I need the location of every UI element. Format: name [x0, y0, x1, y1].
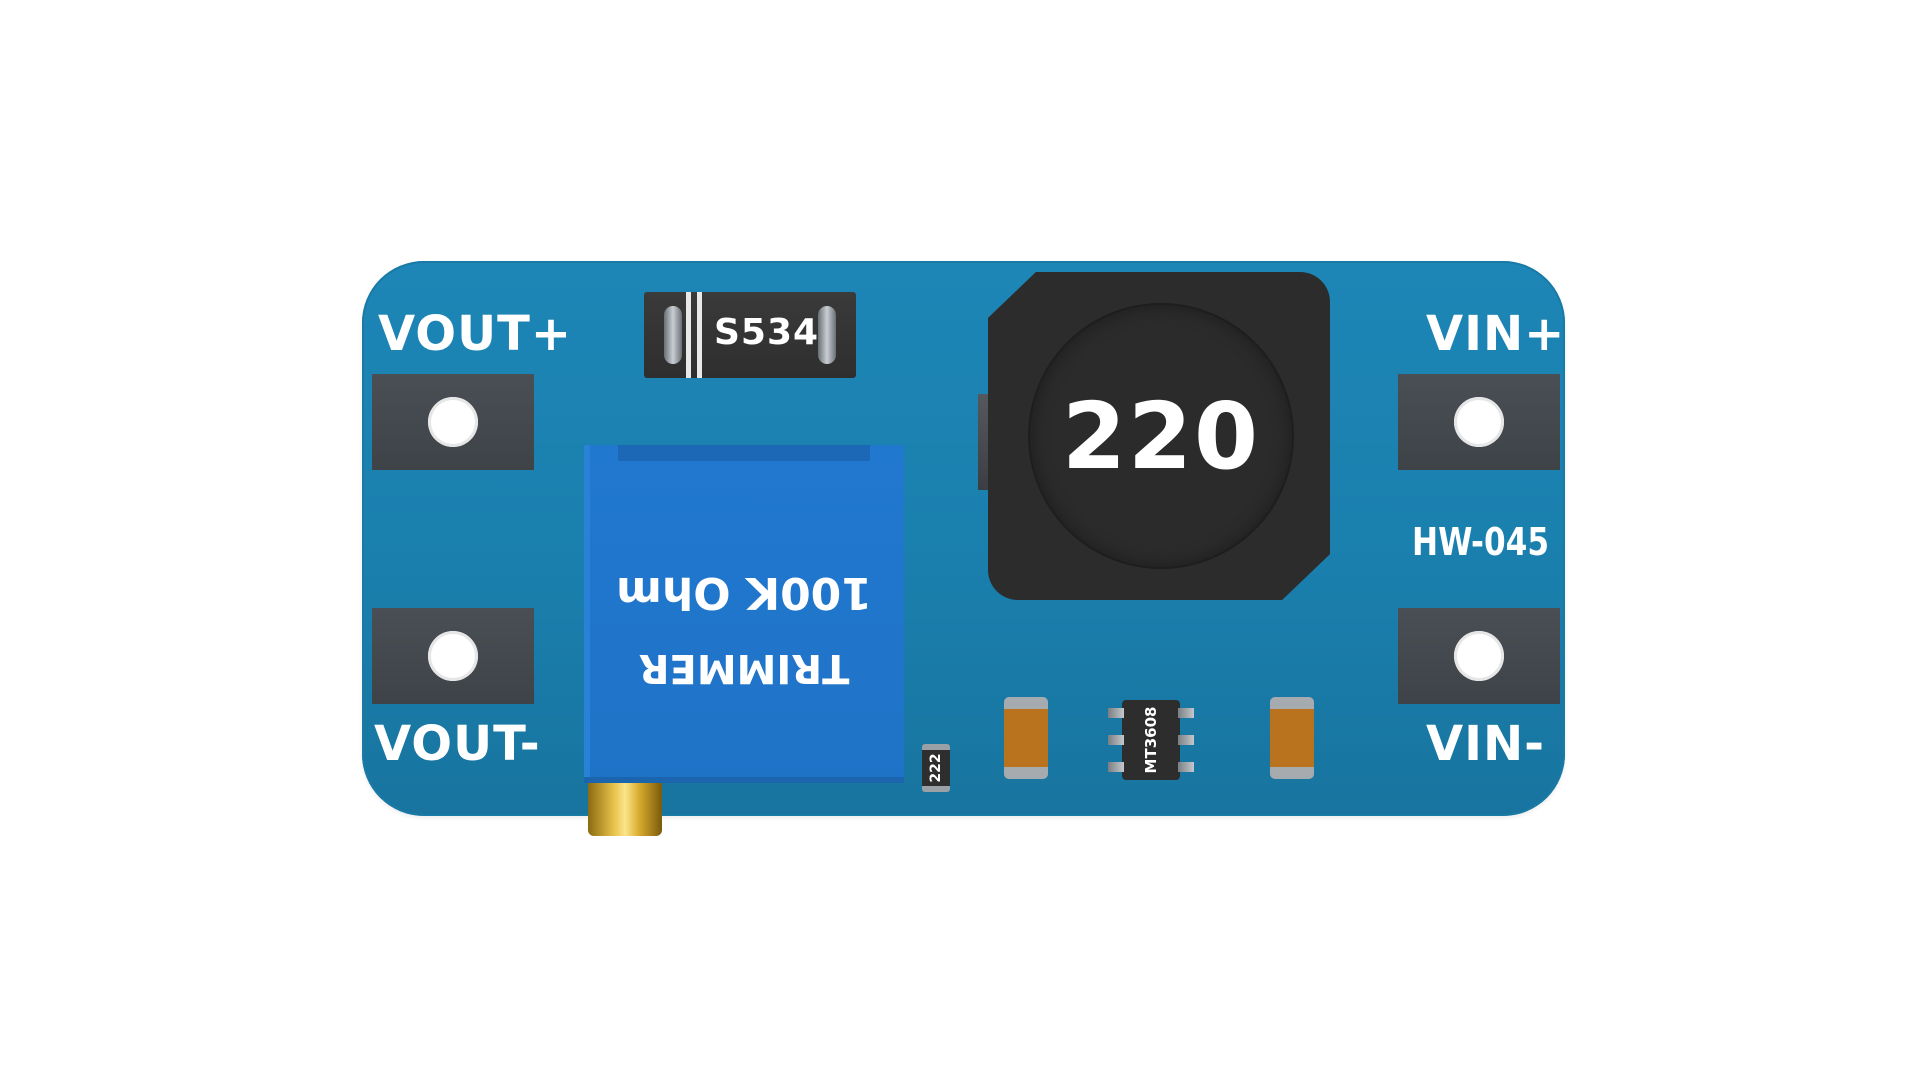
- trimmer-type-label: TRIMMER: [638, 645, 850, 691]
- trimmer-adjust-screw: [588, 782, 662, 836]
- ic-pin: [1178, 735, 1194, 745]
- mounting-hole: [428, 631, 478, 681]
- ic-pin: [1178, 762, 1194, 772]
- mounting-hole: [1454, 397, 1504, 447]
- vout-minus-label: VOUT-: [374, 716, 541, 772]
- model-label: HW-045: [1412, 520, 1550, 564]
- smd-capacitor: [1004, 697, 1048, 779]
- diode-terminal: [664, 306, 682, 364]
- resistor-marking: 222: [928, 753, 944, 783]
- ic-pin: [1108, 735, 1124, 745]
- cathode-band: [697, 292, 702, 378]
- ic-pin: [1108, 708, 1124, 718]
- mounting-hole: [1454, 631, 1504, 681]
- ic-pin: [1178, 708, 1194, 718]
- trimmer-notch: [618, 445, 870, 461]
- ic-marking: MT3608: [1142, 706, 1160, 774]
- pcb-board: [362, 261, 1565, 816]
- inductor-marking: 220: [1061, 383, 1261, 490]
- inductor-core: 220: [1030, 305, 1292, 567]
- diode-marking: S534: [714, 312, 820, 353]
- cathode-band: [686, 292, 691, 378]
- smd-resistor: 222: [922, 744, 950, 792]
- mounting-hole: [428, 397, 478, 447]
- vout-plus-pad: [372, 374, 534, 470]
- vin-plus-pad: [1398, 374, 1560, 470]
- schottky-diode: S534: [644, 292, 856, 378]
- vout-plus-label: VOUT+: [378, 306, 573, 362]
- ic-pin: [1108, 762, 1124, 772]
- vin-plus-label: VIN+: [1426, 306, 1566, 362]
- diode-terminal: [818, 306, 836, 364]
- trimmer-value-label: 100K Ohm: [616, 567, 872, 618]
- vin-minus-pad: [1398, 608, 1560, 704]
- trimmer-potentiometer: TRIMMER 100K Ohm: [584, 445, 904, 783]
- boost-converter-ic: MT3608: [1108, 700, 1194, 780]
- smd-capacitor: [1270, 697, 1314, 779]
- vout-minus-pad: [372, 608, 534, 704]
- vin-minus-label: VIN-: [1426, 716, 1546, 772]
